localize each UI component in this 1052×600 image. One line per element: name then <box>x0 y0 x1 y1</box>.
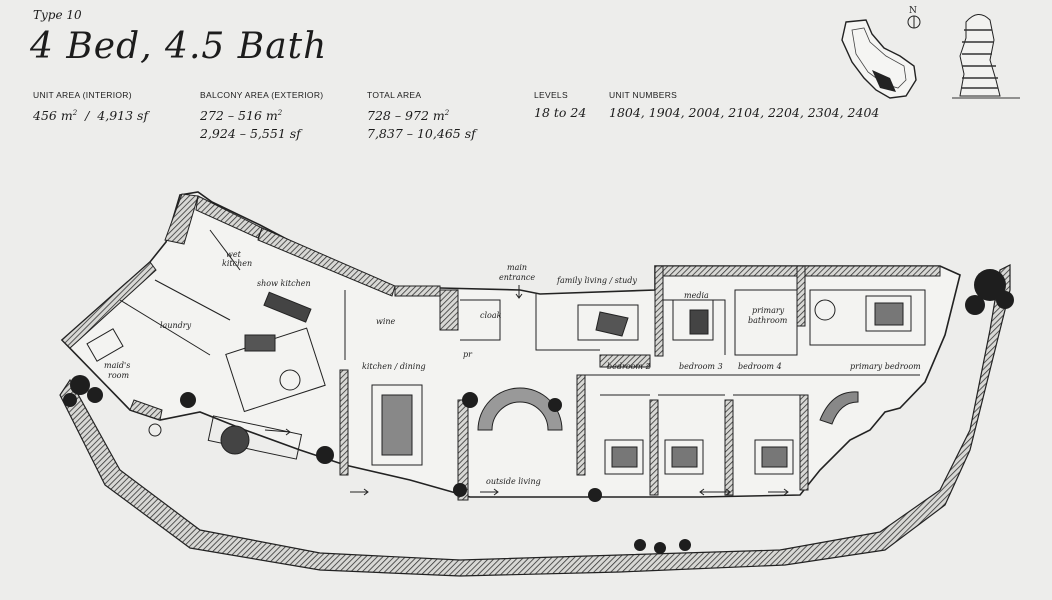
room-label-media: media <box>684 291 709 300</box>
room-label-bedroom-2: bedroom 2 <box>607 362 651 371</box>
room-label-family-living: family living / study <box>556 276 637 285</box>
room-label-primary-bedroom: primary bedroom <box>850 362 921 371</box>
stat-unit-numbers: UNIT NUMBERS 1804, 1904, 2004, 2104, 220… <box>609 90 879 122</box>
room-label-primary-bathroom: primary <box>752 306 785 315</box>
room-label-main-entrance: entrance <box>499 273 535 282</box>
room-label-primary-bathroom: bathroom <box>748 316 788 325</box>
stat-value: 272 – 516 m2 2,924 – 5,551 sf <box>200 108 301 142</box>
room-label-show-kitchen: show kitchen <box>257 279 311 288</box>
room-label-outside-living: outside living <box>486 477 541 486</box>
balcony-outline <box>59 264 1011 577</box>
door-arrows <box>264 285 789 496</box>
compass-icon: N <box>907 6 921 29</box>
page-title: 4 Bed, 4.5 Bath <box>30 26 328 67</box>
stat-label: UNIT AREA (INTERIOR) <box>33 90 132 100</box>
stat-value: 728 – 972 m2 7,837 – 10,465 sf <box>367 108 476 142</box>
stat-label: BALCONY AREA (EXTERIOR) <box>200 90 324 100</box>
stat-balcony-area: BALCONY AREA (EXTERIOR) 272 – 516 m2 2,9… <box>200 90 323 143</box>
stat-label: TOTAL AREA <box>367 90 422 100</box>
stat-value: 456 m2 / 4,913 sf <box>33 108 149 124</box>
room-label-maids-room: maid's <box>104 361 130 370</box>
stat-label: LEVELS <box>534 90 568 100</box>
room-label-wet-kitchen: kitchen <box>222 259 252 268</box>
room-label-kitchen-dining: kitchen / dining <box>362 362 426 371</box>
room-label-cloak: cloak <box>480 311 502 320</box>
stat-levels: LEVELS 18 to 24 <box>534 90 586 122</box>
room-label-bedroom-4: bedroom 4 <box>738 362 782 371</box>
key-plan-icon <box>841 19 917 99</box>
type-label: Type 10 <box>33 8 82 22</box>
stat-label: UNIT NUMBERS <box>609 90 678 100</box>
stat-value: 18 to 24 <box>534 105 587 120</box>
room-label-pr: pr <box>463 350 473 359</box>
stat-unit-area: UNIT AREA (INTERIOR) 456 m2 / 4,913 sf <box>33 90 148 125</box>
compass-letter: N <box>909 6 917 16</box>
room-label-maids-room: room <box>108 371 129 380</box>
room-label-wet-kitchen: wet <box>226 250 242 259</box>
plant-icons <box>63 269 1014 554</box>
tower-sketch-icon <box>952 14 1020 99</box>
stat-value: 1804, 1904, 2004, 2104, 2204, 2304, 2404 <box>609 105 880 120</box>
room-label-bedroom-3: bedroom 3 <box>679 362 723 371</box>
room-label-main-entrance: main <box>507 263 527 272</box>
room-label-laundry: laundry <box>160 321 192 330</box>
furniture <box>86 291 912 475</box>
walls <box>61 193 941 501</box>
room-label-wine: wine <box>376 317 396 326</box>
stat-total-area: TOTAL AREA 728 – 972 m2 7,837 – 10,465 s… <box>367 90 476 143</box>
